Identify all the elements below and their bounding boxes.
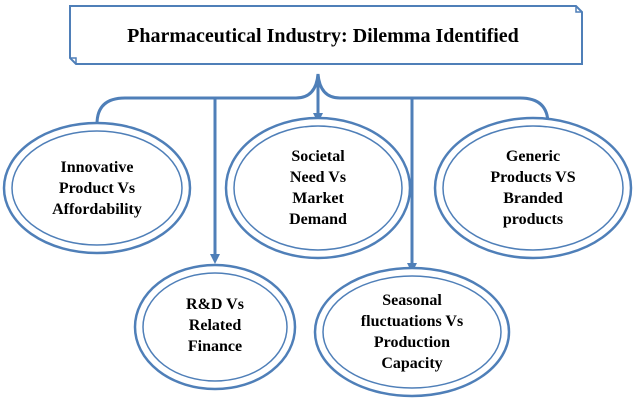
node-label-societal: Societal Need Vs Market Demand (243, 132, 393, 244)
node-line: Generic (505, 148, 561, 165)
node-line: Innovative (60, 158, 134, 176)
diagram-title: Pharmaceutical Industry: Dilemma Identif… (127, 24, 519, 47)
node-line: fluctuations Vs (360, 313, 464, 330)
ellipse-seasonal (313, 266, 511, 398)
node-line: Products VS (490, 169, 576, 186)
node-line: Capacity (381, 355, 443, 372)
node-line: Product Vs (58, 179, 136, 197)
ellipse-rd (133, 263, 297, 391)
node-line: Related (188, 316, 242, 334)
node-line: Need Vs (289, 169, 347, 186)
node-line: Production (373, 334, 451, 351)
node-line: Finance (187, 337, 243, 355)
node-label-innovative: Innovative Product Vs Affordability (22, 138, 172, 238)
node-line: Societal (291, 148, 345, 165)
node-label-rd: R&D Vs Related Finance (150, 285, 280, 365)
node-label-generic: Generic Products VS Branded products (458, 132, 608, 244)
ellipse-societal (224, 116, 412, 260)
node-line: Affordability (52, 200, 142, 218)
node-line: products (502, 211, 564, 228)
node-line: Market (292, 190, 344, 207)
node-label-seasonal: Seasonal fluctuations Vs Production Capa… (332, 282, 492, 382)
node-line: R&D Vs (186, 295, 244, 313)
node-line: Seasonal (382, 292, 442, 309)
title-banner (69, 5, 583, 65)
brace-connector (95, 73, 550, 125)
ellipse-innovative (2, 121, 192, 255)
ellipse-generic (433, 116, 633, 260)
node-line: Branded (503, 190, 563, 207)
node-line: Demand (289, 211, 347, 228)
